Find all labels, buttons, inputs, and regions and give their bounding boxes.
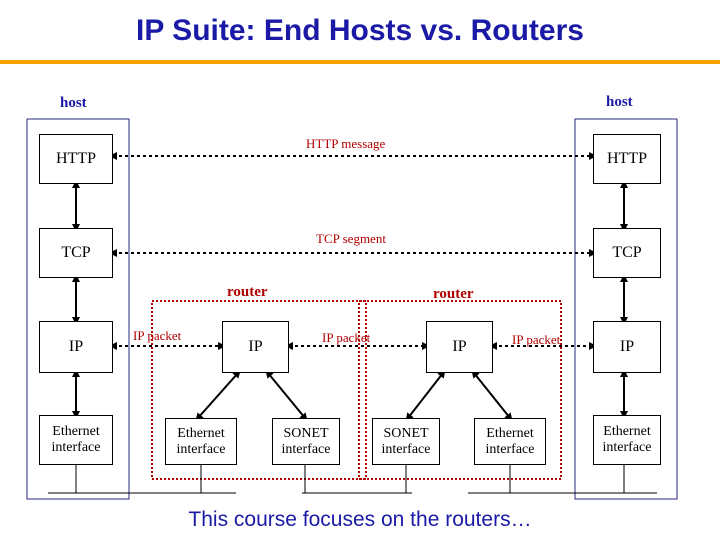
http-message-label: HTTP message [306, 136, 386, 151]
router2-ip-eth-arrow [471, 369, 513, 422]
ip-packet-label-1: IP packet [133, 328, 182, 343]
router2-ethernet-box: Ethernet interface [474, 418, 546, 465]
router1-ip-eth-arrow [195, 370, 241, 421]
right-host-frame [574, 118, 678, 500]
router2-sonet-box: SONET interface [372, 418, 440, 465]
page-title: IP Suite: End Hosts vs. Routers [136, 14, 584, 47]
router-label-right: router [433, 286, 474, 302]
title-rule [0, 60, 720, 64]
ip-packet-label-3: IP packet [512, 332, 561, 347]
ip-packet-label-2: IP packet [322, 330, 371, 345]
right-ethernet-box: Ethernet interface [593, 415, 661, 465]
left-http-box: HTTP [39, 134, 113, 184]
router1-sonet-box: SONET interface [272, 418, 340, 465]
router1-ip-sonet-arrow [265, 369, 308, 422]
router1-ethernet-box: Ethernet interface [165, 418, 237, 465]
footer-caption: This course focuses on the routers… [188, 508, 532, 531]
right-ip-box: IP [593, 321, 661, 373]
left-host-frame [26, 118, 130, 500]
host-label-left: host [60, 95, 87, 111]
right-router-frame [358, 300, 562, 480]
left-tcp-box: TCP [39, 228, 113, 278]
router-label-left: router [227, 284, 268, 300]
left-ip-box: IP [39, 321, 113, 373]
tcp-segment-label: TCP segment [316, 231, 386, 246]
right-tcp-box: TCP [593, 228, 661, 278]
router2-ip-sonet-arrow [405, 369, 446, 422]
host-label-right: host [606, 94, 633, 110]
left-ethernet-box: Ethernet interface [39, 415, 113, 465]
right-http-box: HTTP [593, 134, 661, 184]
router1-ip-box: IP [222, 321, 289, 373]
router2-ip-box: IP [426, 321, 493, 373]
